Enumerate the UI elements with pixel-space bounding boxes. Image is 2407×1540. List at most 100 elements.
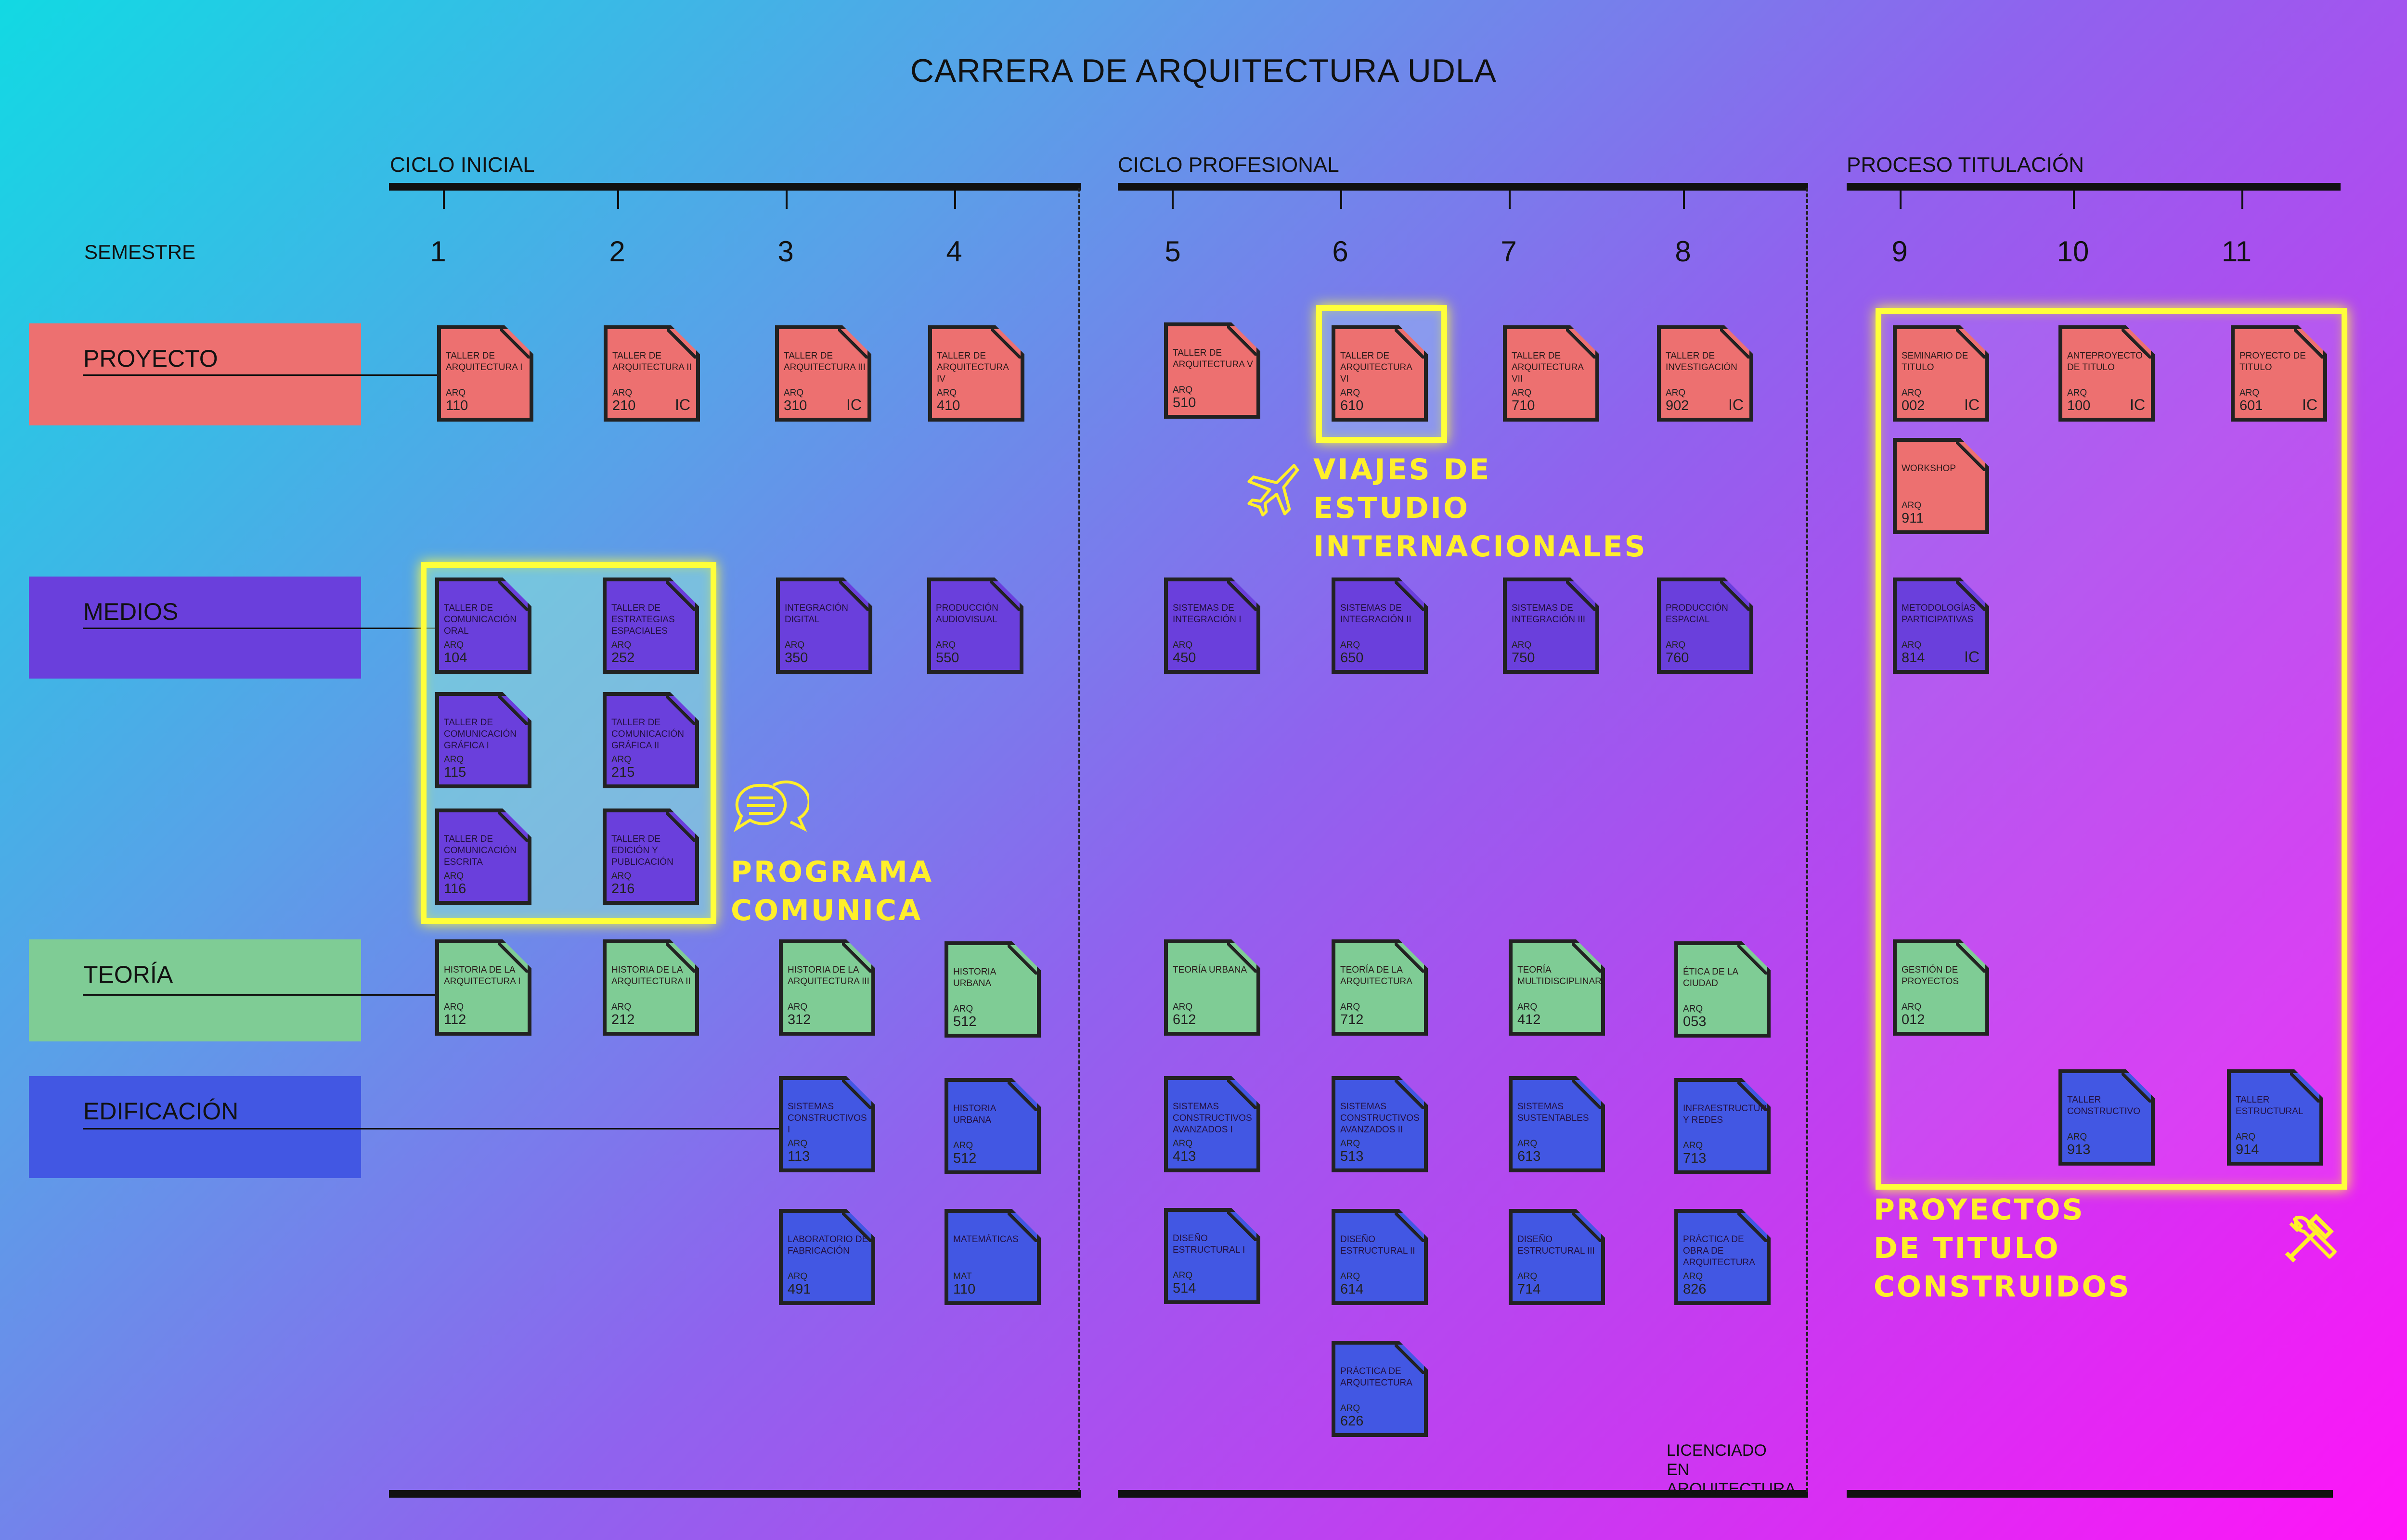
course-prefix: ARQ xyxy=(1517,1139,1538,1149)
course-number: 610 xyxy=(1340,398,1364,413)
semester-tick xyxy=(617,191,619,209)
course-prefix: ARQ xyxy=(446,388,466,398)
category-teoria: TEORÍA xyxy=(29,939,361,1041)
course-number: 512 xyxy=(953,1014,977,1029)
course-number: 104 xyxy=(444,650,467,666)
course-number: 514 xyxy=(1173,1281,1196,1296)
course-name: HISTORIA URBANA xyxy=(953,1104,996,1125)
course-prefix: ARQ xyxy=(784,388,804,398)
course-number: 491 xyxy=(788,1282,811,1297)
course-number: 710 xyxy=(1512,398,1535,413)
course-prefix: ARQ xyxy=(1683,1271,1703,1282)
course-prefix: ARQ xyxy=(1173,1270,1193,1281)
course-number: 714 xyxy=(1517,1282,1541,1297)
cycle-separator xyxy=(1806,188,1808,1492)
course-prefix: ARQ xyxy=(936,640,956,650)
course-name: TALLER DE COMUNICACIÓN ESCRITA xyxy=(444,834,517,867)
course-name: DISEÑO ESTRUCTURAL II xyxy=(1340,1234,1415,1256)
course-number: 053 xyxy=(1683,1014,1707,1029)
course-number: 512 xyxy=(953,1151,977,1166)
course-name: TALLER DE ARQUITECTURA III xyxy=(784,351,866,372)
course-prefix: ARQ xyxy=(1340,388,1360,398)
course-number: 115 xyxy=(444,765,466,780)
connector-line xyxy=(83,994,437,996)
course-number: 902 xyxy=(1666,398,1689,413)
course-prefix: ARQ xyxy=(1173,1139,1193,1149)
cycle-rule-titulacion xyxy=(1847,183,2341,191)
course-number: 814 xyxy=(1902,650,1925,666)
cycle-label-titulacion: PROCESO TITULACIÓN xyxy=(1847,153,2084,177)
course-prefix: ARQ xyxy=(611,1002,632,1012)
cycle-rule-profesional xyxy=(1118,183,1808,191)
semester-tick xyxy=(2073,191,2075,209)
course-name: TALLER DE ARQUITECTURA VI xyxy=(1340,351,1412,384)
course-number: 750 xyxy=(1512,650,1535,666)
ic-badge: IC xyxy=(1728,396,1744,413)
course-number: 012 xyxy=(1902,1012,1925,1027)
ic-badge: IC xyxy=(2302,396,2317,413)
